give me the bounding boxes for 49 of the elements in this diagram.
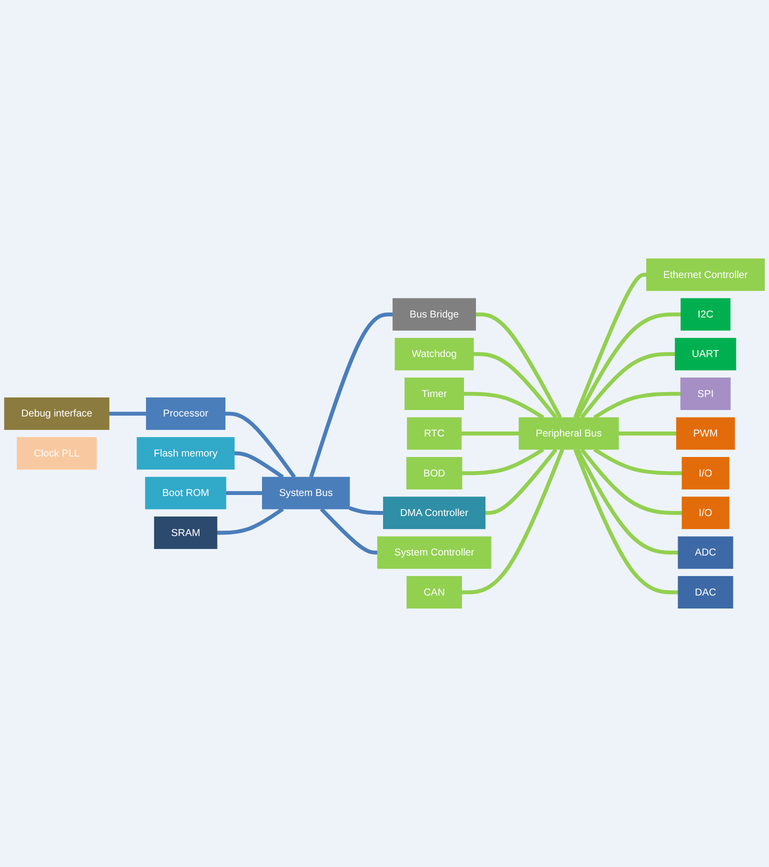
node-box: Ethernet Controller <box>646 258 765 291</box>
connector <box>474 352 558 419</box>
node-box: Watchdog <box>394 338 474 370</box>
node-box: Flash memory <box>136 437 235 470</box>
connector <box>485 448 558 515</box>
connector <box>348 506 384 515</box>
node-box: SRAM <box>154 516 218 549</box>
connector <box>476 312 562 418</box>
connector <box>462 448 564 594</box>
connector <box>320 508 378 555</box>
node-box: Clock PLL <box>16 437 97 470</box>
node-box: System Bus <box>262 476 350 510</box>
connector <box>309 312 393 478</box>
connector <box>225 412 296 478</box>
connector <box>461 432 519 436</box>
node-box: SPI <box>680 378 731 410</box>
connector <box>109 412 146 416</box>
connector <box>593 392 681 420</box>
node-box: Debug interface <box>4 397 110 430</box>
connector <box>573 448 678 594</box>
node-box: Bus Bridge <box>392 298 476 331</box>
connector <box>580 448 682 515</box>
node-box: I2C <box>680 298 730 331</box>
node-box: ADC <box>678 536 734 569</box>
connector <box>217 507 284 535</box>
node-box: UART <box>674 338 736 370</box>
node-box: I/O <box>682 456 730 490</box>
node-box: Boot ROM <box>145 476 226 510</box>
node-box: PWM <box>676 417 735 450</box>
connector <box>234 451 284 479</box>
node-box: BOD <box>406 456 462 490</box>
node-box: CAN <box>406 576 462 608</box>
connector <box>573 272 646 418</box>
node-box: Processor <box>146 397 226 430</box>
node-box: Peripheral Bus <box>518 417 619 450</box>
connector <box>462 448 544 476</box>
node-box: Timer <box>404 378 464 410</box>
connector <box>580 352 676 419</box>
connector <box>618 432 676 436</box>
connector <box>576 312 681 418</box>
node-box: RTC <box>406 417 462 450</box>
connector <box>593 448 682 476</box>
node-box: DAC <box>678 576 734 608</box>
connector <box>464 392 544 420</box>
node-box: System Controller <box>377 536 492 569</box>
connector <box>226 491 262 495</box>
node-box: DMA Controller <box>383 496 486 530</box>
connector <box>576 448 678 555</box>
node-box: I/O <box>682 496 730 530</box>
